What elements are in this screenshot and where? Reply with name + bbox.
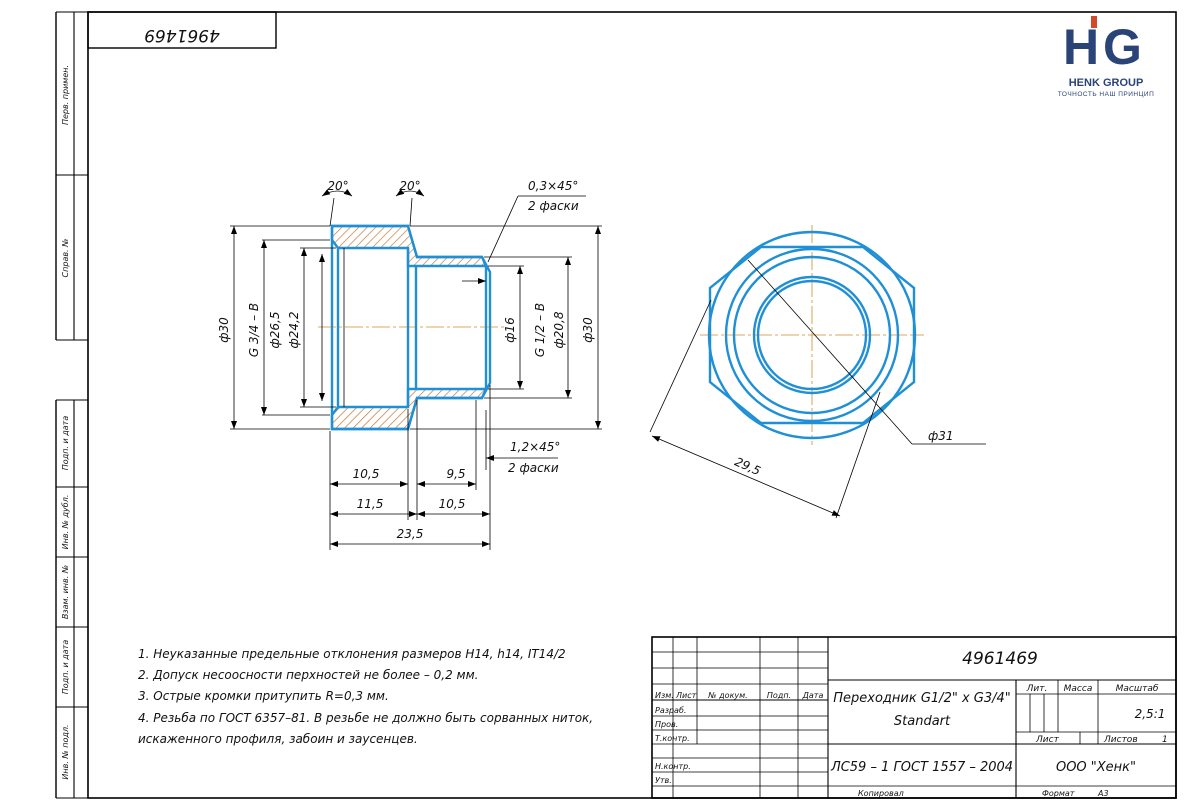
title-drawing-number: 4961469: [962, 649, 1038, 669]
section-wall-top: [330, 224, 488, 268]
dim-length-11-5: 11,5: [357, 497, 384, 511]
note-1: 1. Неуказанные предельные отклонения раз…: [138, 647, 566, 661]
dim-length-10-5-b: 10,5: [439, 497, 466, 511]
dim-thread-right: G 1/2 – B: [533, 303, 547, 357]
dim-hex-across: 29,5: [733, 455, 763, 479]
sheet-frame: [55, 11, 1177, 799]
side-label-inv-dubl: Инв. № дубл.: [61, 495, 70, 550]
row-razrab: Разраб.: [655, 706, 686, 715]
scale-value: 2,5:1: [1135, 707, 1166, 721]
dim-chamfer-top: 0,3×45°: [528, 179, 578, 193]
section-dimensions: ф30 G 3/4 – B ф26,5 ф24,2 ф16 G 1/2 – B …: [217, 179, 602, 550]
dim-d30-right: ф30: [581, 317, 595, 343]
note-4: 4. Резьба по ГОСТ 6357–81. В резьбе не д…: [138, 711, 593, 725]
col-doc: № докум.: [707, 691, 747, 700]
dim-length-10-5-a: 10,5: [353, 467, 380, 481]
part-name: Переходник G1/2" x G3/4": [833, 691, 1011, 706]
dim-chamfer-bottom: 1,2×45°: [510, 440, 560, 454]
side-label-sprav: Справ. №: [61, 239, 70, 278]
logo-letter-h: H: [1063, 19, 1099, 75]
note-3: 3. Острые кромки притупить R=0,3 мм.: [138, 689, 389, 703]
format-label: Формат: [1042, 789, 1075, 798]
technical-notes: 1. Неуказанные предельные отклонения раз…: [138, 647, 593, 746]
side-labels: Перв. примен. Справ. № Подп. и дата Инв.…: [61, 65, 70, 780]
company: ООО "Хенк": [1056, 760, 1136, 775]
material: ЛС59 – 1 ГОСТ 1557 – 2004: [830, 760, 1013, 775]
sheet-label: Лист: [1035, 735, 1060, 745]
col-list: Лист: [675, 691, 697, 700]
dim-d16: ф16: [503, 317, 517, 343]
side-label-inv-podl: Инв. № подл.: [61, 724, 70, 779]
note-2: 2. Допуск несоосности перхностей не боле…: [138, 668, 478, 682]
dim-d30-left: ф30: [217, 317, 231, 343]
thread-circle: [724, 247, 900, 423]
lit-label: Лит.: [1026, 684, 1048, 694]
dim-hex-diameter: ф31: [928, 429, 954, 443]
end-view: ф31 29,5: [649, 225, 986, 519]
sheets-label: Листов: [1103, 735, 1138, 745]
dim-chamfer-bottom-note: 2 фаски: [508, 461, 559, 475]
side-label-podp1: Подп. и дата: [61, 416, 70, 471]
dim-d20-8: ф20,8: [552, 311, 566, 348]
side-label-vzam: Взам. инв. №: [61, 565, 70, 619]
section-wall-bottom: [330, 387, 488, 431]
note-4-cont: искаженного профиля, забоин и заусенцев.: [138, 732, 418, 746]
chamfer-circle: [732, 255, 892, 415]
title-block: 4961469 Изм. Лист № докум. Подп. Дата Ра…: [651, 636, 1177, 799]
dim-thread-left: G 3/4 – B: [247, 303, 261, 357]
dim-length-23-5: 23,5: [397, 527, 424, 541]
row-nkontr: Н.контр.: [655, 762, 691, 771]
logo-letter-g: G: [1103, 19, 1142, 75]
col-podp: Подп.: [767, 691, 791, 700]
logo-name: HENK GROUP: [1069, 77, 1144, 89]
section-view: [318, 224, 505, 431]
dim-d24-2: ф24,2: [287, 312, 301, 349]
part-variant: Standart: [894, 714, 951, 729]
bore-circle-inner: [756, 279, 868, 391]
row-tkontr: Т.контр.: [655, 734, 690, 743]
side-label-perv: Перв. примен.: [61, 65, 70, 125]
row-utv: Утв.: [655, 776, 672, 785]
dim-angle-right: 20°: [399, 179, 420, 193]
henk-group-logo: H G HENK GROUP ТОЧНОСТЬ НАШ ПРИНЦИП: [1058, 16, 1155, 98]
row-prov: Пров.: [655, 720, 678, 729]
dim-d26-5: ф26,5: [268, 312, 282, 349]
mass-label: Масса: [1064, 684, 1093, 694]
col-izm: Изм.: [655, 691, 674, 700]
scale-label: Масштаб: [1116, 684, 1159, 694]
dim-chamfer-top-note: 2 фаски: [528, 199, 579, 213]
bore-circle-outer: [752, 275, 872, 395]
col-data: Дата: [802, 691, 824, 700]
logo-accent: [1091, 16, 1097, 28]
drawing-number-rotated: 4961469: [144, 25, 220, 45]
side-label-podp2: Подп. и дата: [61, 640, 70, 695]
sheets-count: 1: [1162, 735, 1168, 745]
logo-tagline: ТОЧНОСТЬ НАШ ПРИНЦИП: [1058, 91, 1155, 98]
dim-angle-left: 20°: [327, 179, 348, 193]
format-value: А3: [1097, 789, 1109, 798]
dim-length-9-5: 9,5: [446, 467, 465, 481]
copied-label: Копировал: [858, 789, 904, 798]
